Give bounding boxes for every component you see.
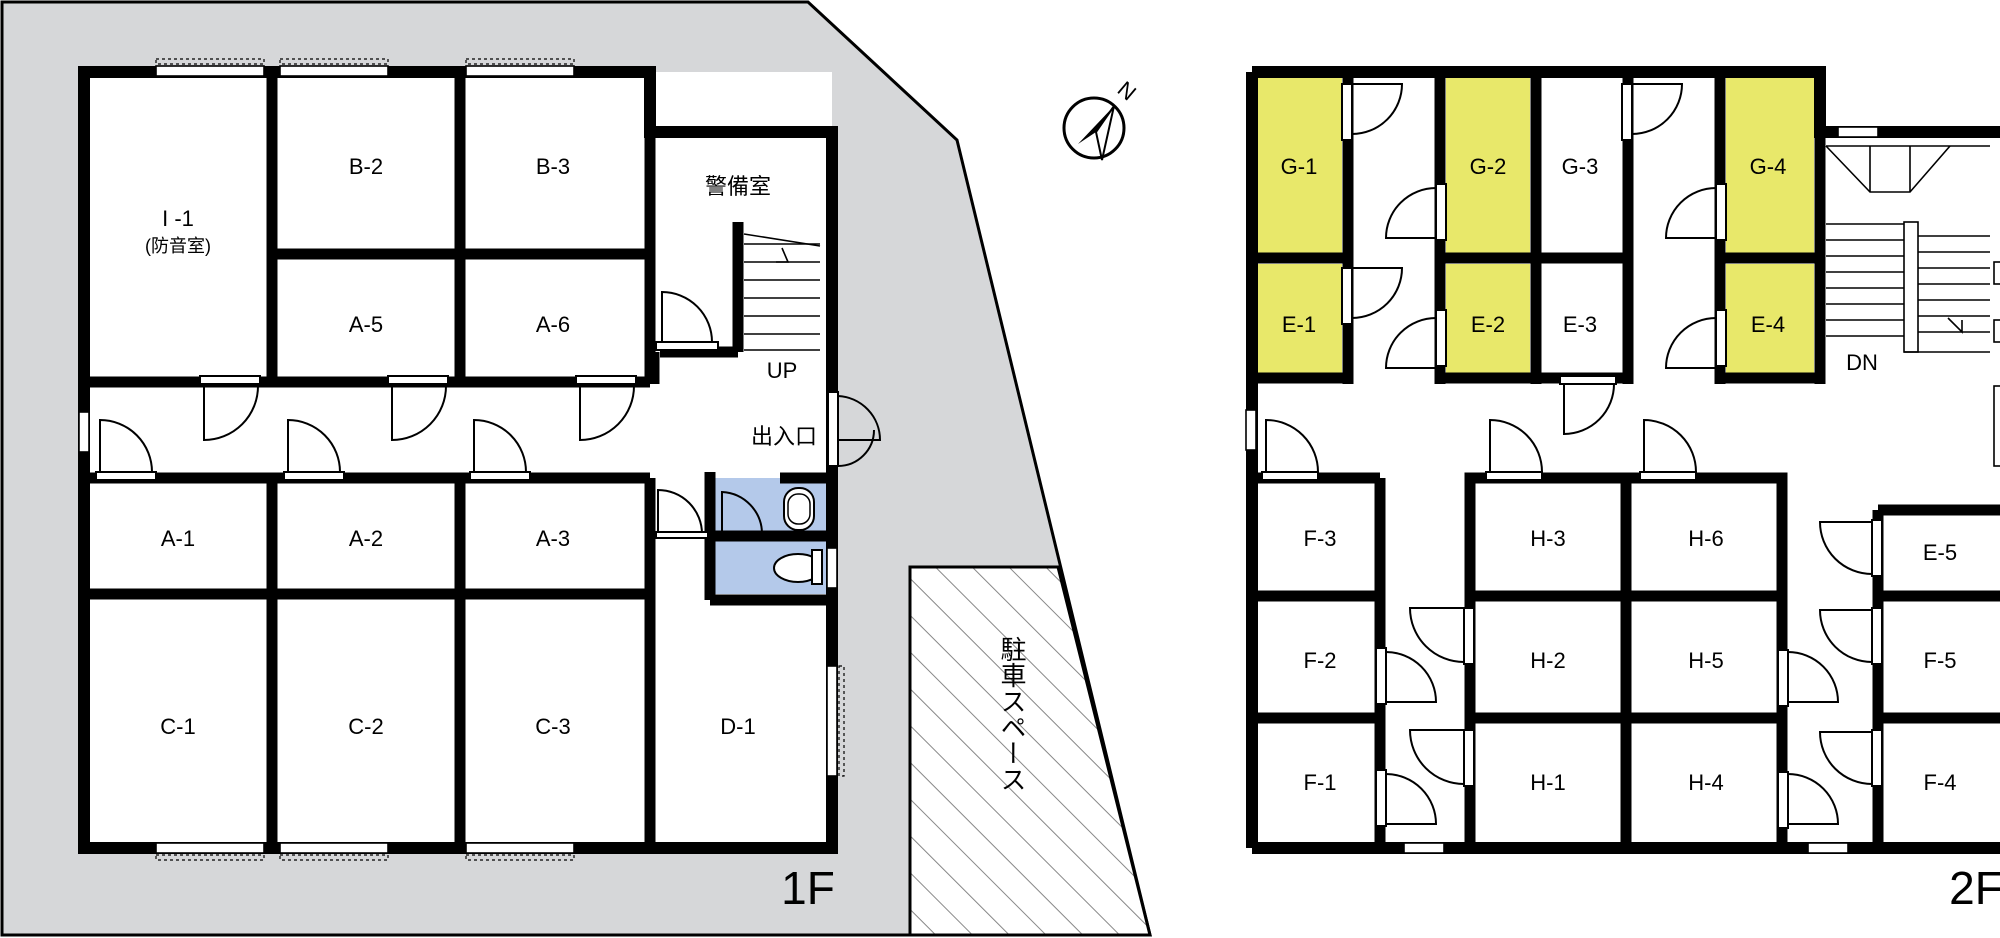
room-F-2: F-2 bbox=[1304, 648, 1337, 673]
room-A-2: A-2 bbox=[349, 526, 383, 551]
toilet-fixtures bbox=[773, 487, 823, 585]
stairs-down-label: DN bbox=[1846, 350, 1878, 375]
room-F-1: F-1 bbox=[1304, 770, 1337, 795]
floor-2-label: 2F bbox=[1949, 862, 2000, 914]
room-E-5: E-5 bbox=[1923, 540, 1957, 565]
windows-1f bbox=[78, 58, 845, 861]
floor-2: G-1 G-2 G-3 G-4 E-1 E-2 E-3 E-4 F-3 F-2 … bbox=[1245, 66, 2000, 914]
rooms-2f: G-1 G-2 G-3 G-4 E-1 E-2 E-3 E-4 F-3 F-2 … bbox=[1281, 154, 2000, 914]
highlighted-rooms-2f bbox=[1258, 78, 1814, 378]
room-H-5: H-5 bbox=[1688, 648, 1723, 673]
parking-label: 駐車スペース bbox=[997, 636, 1027, 792]
room-E-1: E-1 bbox=[1282, 312, 1316, 337]
room-A-5: A-5 bbox=[349, 312, 383, 337]
room-A-6: A-6 bbox=[536, 312, 570, 337]
stairs-down bbox=[1825, 145, 1990, 353]
room-I-1-sublabel: (防音室) bbox=[145, 236, 211, 256]
floor-1-label: 1F bbox=[781, 862, 835, 914]
compass: N bbox=[1062, 76, 1141, 161]
room-F-4: F-4 bbox=[1924, 770, 1957, 795]
rooms-1f: I -1 (防音室) B-2 B-3 A-5 A-6 A-1 A-2 A-3 C… bbox=[145, 154, 1027, 914]
room-G-3: G-3 bbox=[1562, 154, 1599, 179]
compass-north-label: N bbox=[1113, 76, 1141, 105]
room-F-5: F-5 bbox=[1924, 648, 1957, 673]
partitions-1f bbox=[84, 72, 832, 848]
doors-1f bbox=[95, 290, 882, 539]
room-H-4: H-4 bbox=[1688, 770, 1723, 795]
room-D-1: D-1 bbox=[720, 714, 755, 739]
room-E-3: E-3 bbox=[1563, 312, 1597, 337]
doors-2f bbox=[1261, 83, 1883, 829]
stairs-up bbox=[743, 233, 821, 351]
room-A-1: A-1 bbox=[161, 526, 195, 551]
stairs-up-label: UP bbox=[767, 358, 798, 383]
parking-space bbox=[908, 565, 1152, 937]
floor-1: I -1 (防音室) B-2 B-3 A-5 A-6 A-1 A-2 A-3 C… bbox=[0, 0, 1152, 937]
room-H-1: H-1 bbox=[1530, 770, 1565, 795]
room-E-2: E-2 bbox=[1471, 312, 1505, 337]
room-H-3: H-3 bbox=[1530, 526, 1565, 551]
windows-2f bbox=[1245, 126, 2000, 854]
room-E-4: E-4 bbox=[1751, 312, 1785, 337]
room-C-3: C-3 bbox=[535, 714, 570, 739]
room-F-3: F-3 bbox=[1304, 526, 1337, 551]
room-G-1: G-1 bbox=[1281, 154, 1318, 179]
room-H-2: H-2 bbox=[1530, 648, 1565, 673]
entrance-label: 出入口 bbox=[751, 424, 817, 449]
guard-room-label: 警備室 bbox=[705, 174, 771, 199]
room-C-1: C-1 bbox=[160, 714, 195, 739]
room-I-1: I -1 bbox=[162, 206, 194, 231]
room-A-3: A-3 bbox=[536, 526, 570, 551]
room-H-6: H-6 bbox=[1688, 526, 1723, 551]
room-B-2: B-2 bbox=[349, 154, 383, 179]
room-G-4: G-4 bbox=[1750, 154, 1787, 179]
room-G-2: G-2 bbox=[1470, 154, 1507, 179]
room-C-2: C-2 bbox=[348, 714, 383, 739]
room-B-3: B-3 bbox=[536, 154, 570, 179]
